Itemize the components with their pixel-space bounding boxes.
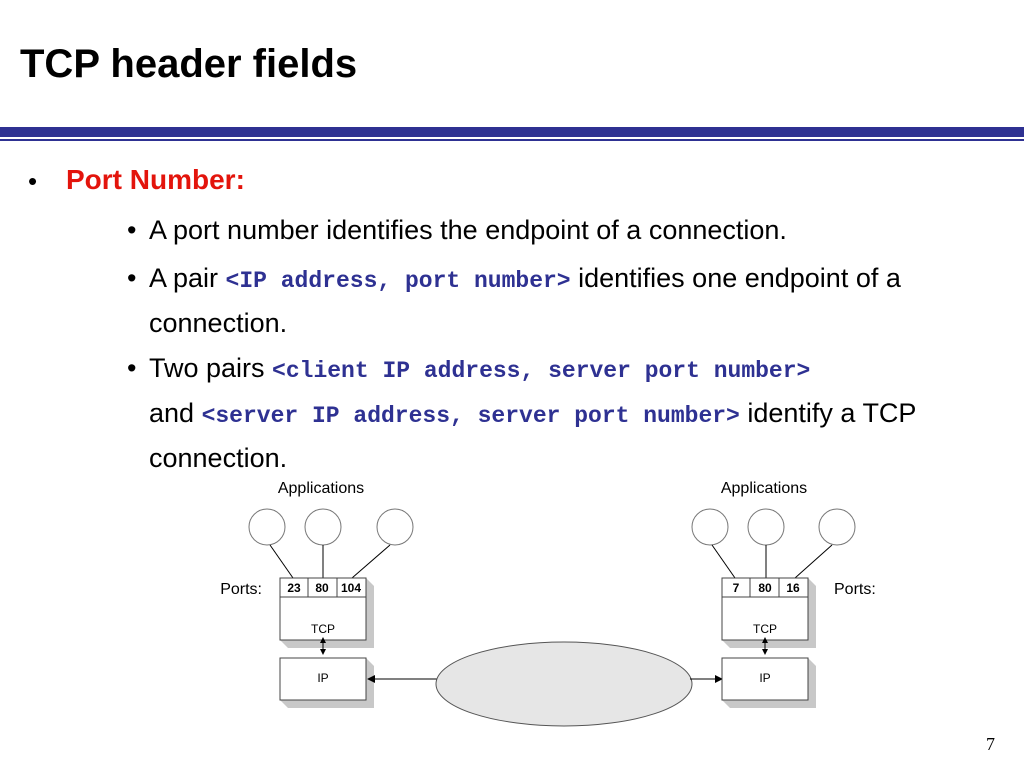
code-snippet: <IP address, port number> xyxy=(225,268,571,294)
port-number: 23 xyxy=(287,581,301,595)
slide-title: TCP header fields xyxy=(20,42,358,86)
bullet-heading: Port Number: xyxy=(66,164,245,195)
sub-bullet-text: and xyxy=(149,398,202,428)
sub-bullet-text: Two pairs xyxy=(149,353,273,383)
sub-bullet-3: • Two pairs <client IP address, server p… xyxy=(127,347,1007,479)
application-node xyxy=(818,508,856,546)
application-node xyxy=(747,508,785,546)
title-divider-thin xyxy=(0,139,1024,141)
sub-bullet-text: identify a TCP connection. xyxy=(149,398,916,473)
application-node xyxy=(376,508,414,546)
tcp-label: TCP xyxy=(311,622,335,636)
connector-line xyxy=(794,544,833,579)
sub-bullet-text: A pair xyxy=(149,263,226,293)
ports-label: Ports: xyxy=(834,581,876,598)
applications-label: Applications xyxy=(278,480,364,497)
code-snippet: <server IP address, server port number> xyxy=(201,403,740,429)
title-divider xyxy=(0,127,1024,137)
sub-bullet-2: • A pair <IP address, port number> ident… xyxy=(127,257,907,344)
connector-line xyxy=(351,544,391,579)
port-number: 104 xyxy=(341,581,361,595)
port-number: 16 xyxy=(786,581,800,595)
sub-bullet-1: • A port number identifies the endpoint … xyxy=(127,209,1007,251)
port-number: 7 xyxy=(733,581,740,595)
applications-label: Applications xyxy=(721,480,807,497)
port-number: 80 xyxy=(315,581,329,595)
sub-bullet-marker: • xyxy=(127,215,137,245)
application-node xyxy=(691,508,729,546)
tcp-box xyxy=(721,577,816,648)
sub-bullet-marker: • xyxy=(127,353,137,383)
ip-box xyxy=(721,657,816,708)
connector-line xyxy=(269,544,294,579)
ip-label: IP xyxy=(317,671,328,685)
ip-label: IP xyxy=(759,671,770,685)
sub-bullet-marker: • xyxy=(127,263,137,293)
network-cloud xyxy=(435,641,693,727)
application-node xyxy=(248,508,286,546)
page-number: 7 xyxy=(986,734,995,754)
ip-box xyxy=(279,657,374,708)
application-node xyxy=(304,508,342,546)
bullet-marker: • xyxy=(28,166,38,196)
connector-line xyxy=(711,544,736,579)
ports-label: Ports: xyxy=(220,581,262,598)
code-snippet: <client IP address, server port number> xyxy=(272,358,811,384)
sub-bullet-text: identifies one endpoint of a connection. xyxy=(149,263,901,338)
tcp-label: TCP xyxy=(753,622,777,636)
port-number: 80 xyxy=(758,581,772,595)
sub-bullet-text: A port number identifies the endpoint of… xyxy=(149,215,787,245)
